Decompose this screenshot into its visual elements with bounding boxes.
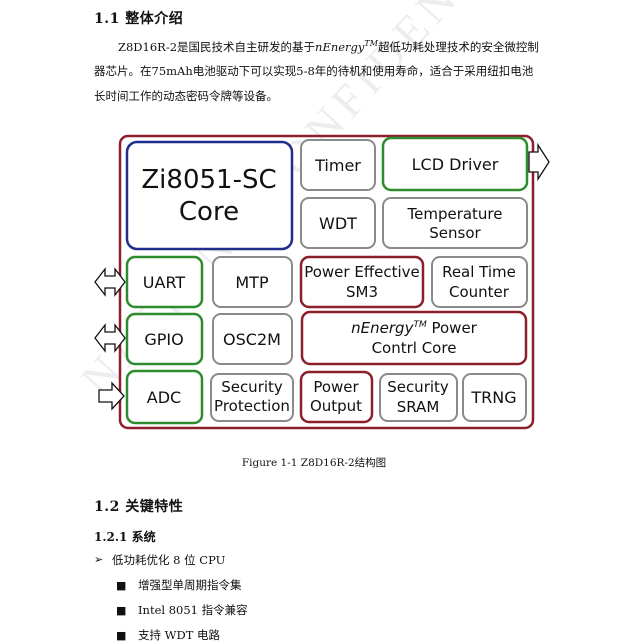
intro-text-pre: Z8D16R-2是国民技术自主研发的基于 (118, 39, 316, 54)
list-subitem: 增强型单周期指令集 (138, 578, 242, 592)
npc-rest: Power (427, 319, 478, 337)
mtp-label: MTP (235, 273, 269, 292)
sram-line1: Security (387, 378, 449, 396)
intro-paragraph: Z8D16R-2是国民技术自主研发的基于nEnergyTM超低功耗处理技术的安全… (94, 32, 539, 108)
block-nenergy-power-control-core (300, 310, 528, 366)
core-line1: Zi8051-SC (141, 165, 276, 195)
figure-caption: Figure 1-1 Z8D16R-2结构图 (241, 457, 387, 469)
square-bullet-icon: ■ (116, 604, 127, 617)
block-mtp (212, 256, 293, 308)
pout-line1: Power (313, 378, 359, 396)
subsection-title-system: 1.2.1 系统 (94, 530, 156, 544)
npc-tm: TM (413, 320, 426, 330)
block-security-sram (379, 373, 458, 422)
list-subitem: 支持 WDT 电路 (138, 628, 221, 642)
adc-input-arrow-icon (98, 381, 125, 411)
block-diagram: Zi8051-SC Core Timer LCD Driver WDT Temp… (94, 134, 550, 430)
block-lcd-driver (381, 136, 529, 192)
rtc-line1: Real Time (442, 263, 516, 281)
intro-tm: TM (364, 39, 378, 48)
block-trng (462, 373, 527, 422)
block-power-effective-sm3 (299, 255, 425, 309)
adc-label: ADC (147, 388, 181, 407)
block-wdt (300, 197, 376, 249)
secprot-line1: Security (221, 378, 283, 396)
rtc-line2: Counter (449, 283, 510, 301)
intro-text-post: 超低功耗处理技术的安全微控制器芯片。在75mAh电池驱动下可以实现5-8年的待机… (94, 39, 539, 103)
block-core (125, 140, 294, 251)
gpio-label: GPIO (144, 330, 183, 349)
wdt-label: WDT (319, 214, 357, 233)
arrow-bullet-icon: ➢ (94, 553, 104, 566)
square-bullet-icon: ■ (116, 629, 127, 642)
block-adc (125, 369, 204, 425)
core-line2: Core (179, 197, 239, 227)
list-subitem: Intel 8051 指令兼容 (138, 603, 248, 617)
block-power-output (299, 370, 374, 424)
sram-line2: SRAM (397, 398, 440, 416)
timer-label: Timer (314, 156, 361, 175)
lcd-label: LCD Driver (412, 155, 499, 174)
pout-line2: Output (310, 397, 362, 415)
npc-brand: nEnergy (351, 319, 414, 337)
block-real-time-counter (431, 256, 528, 308)
intro-brand: nEnergy (315, 39, 365, 54)
pe-line1: Power Effective (304, 263, 420, 281)
lcd-output-arrow-icon (528, 142, 550, 182)
block-uart (125, 255, 204, 309)
secprot-line2: Protection (214, 397, 290, 415)
temp-line1: Temperature (406, 205, 502, 223)
block-security-protection (210, 373, 294, 422)
trng-label: TRNG (470, 388, 516, 407)
section-title-key-features: 1.2 关键特性 (94, 499, 184, 515)
uart-bidirectional-arrow-icon (94, 267, 126, 297)
npc-line2: Contrl Core (372, 339, 457, 357)
block-temperature-sensor (382, 197, 528, 249)
uart-label: UART (143, 273, 186, 292)
section-title-overview: 1.1 整体介绍 (94, 11, 184, 27)
square-bullet-icon: ■ (116, 579, 127, 592)
block-gpio (125, 312, 204, 366)
npc-line1: nEnergyTM Power (351, 319, 478, 337)
list-item: 低功耗优化 8 位 CPU (112, 553, 226, 567)
osc-label: OSC2M (223, 330, 281, 349)
gpio-bidirectional-arrow-icon (94, 323, 126, 353)
block-osc2m (212, 313, 293, 365)
temp-line2: Sensor (429, 224, 481, 242)
pe-line2: SM3 (346, 283, 378, 301)
block-timer (300, 139, 376, 191)
